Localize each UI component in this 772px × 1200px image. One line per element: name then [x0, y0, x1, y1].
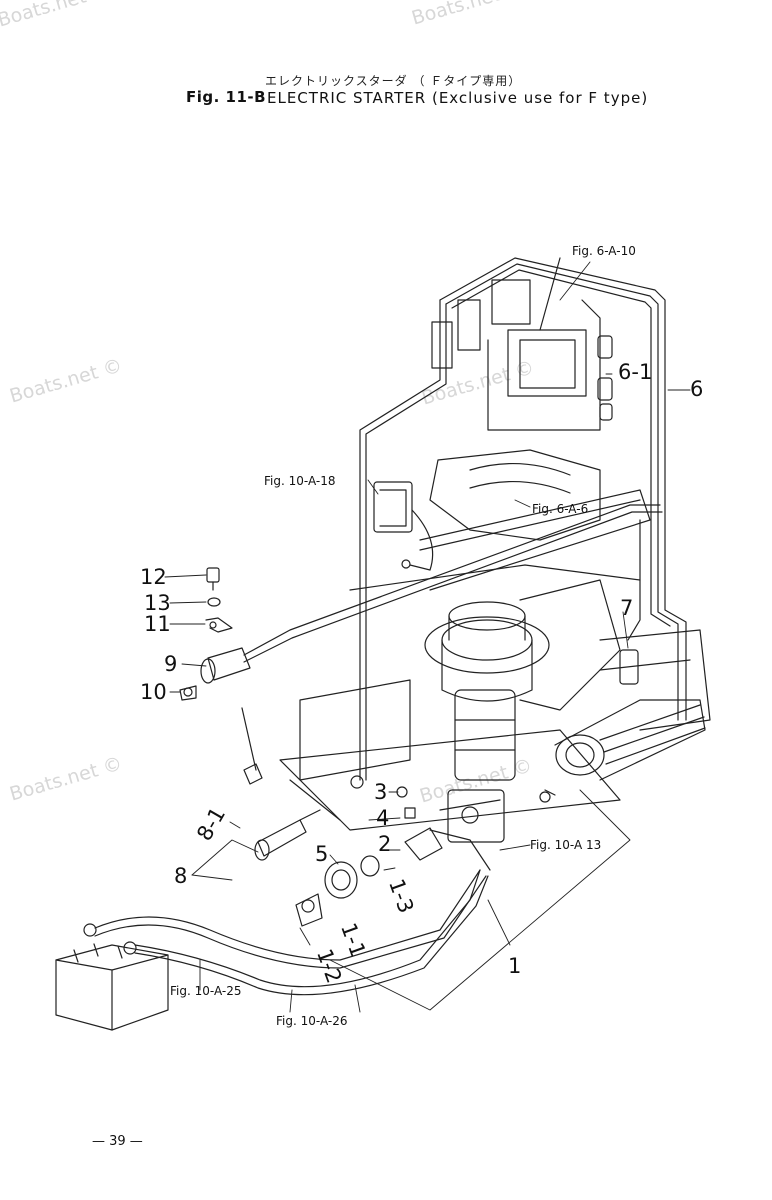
part-number-2: 2	[378, 832, 392, 856]
title-japanese: エレクトリックスターダ （ Ｆタイプ専用）	[265, 74, 522, 88]
sensor-part-8	[242, 708, 320, 860]
starter-relay	[430, 790, 504, 870]
part-number-10: 10	[140, 680, 167, 704]
starter-motor	[540, 700, 705, 802]
battery-cables	[95, 870, 488, 995]
ref-fig-10a26: Fig. 10-A-26	[276, 1014, 348, 1028]
ref-fig-10a25: Fig. 10-A-25	[170, 984, 242, 998]
upper-harness	[360, 258, 686, 780]
boot-caps	[296, 776, 442, 926]
part-number-7: 7	[620, 596, 634, 620]
part-number-9: 9	[164, 652, 178, 676]
ref-fig-6a6: Fig. 6-A-6	[532, 502, 589, 516]
page-title: ELECTRIC STARTER (Exclusive use for F ty…	[267, 89, 649, 107]
small-parts-left	[180, 568, 250, 700]
part-number-12: 12	[140, 565, 167, 589]
ref-fig-10a18: Fig. 10-A-18	[264, 474, 336, 488]
part-number-5: 5	[315, 842, 329, 866]
part-number-3: 3	[374, 780, 388, 804]
part-number-1: 1	[508, 954, 522, 978]
leader-lines	[165, 262, 690, 1012]
ref-fig-6a10: Fig. 6-A-10	[572, 244, 636, 258]
battery	[56, 924, 168, 1030]
part-number-4: 4	[376, 806, 390, 830]
engine-body	[280, 450, 710, 830]
part-number-6: 6	[690, 377, 704, 401]
part-number-6-1: 6-1	[618, 360, 653, 384]
figure-label: Fig. 11-B	[186, 88, 267, 106]
part-number-8: 8	[174, 864, 188, 888]
ref-fig-10a13: Fig. 10-A 13	[530, 838, 602, 852]
harness-wires	[244, 482, 662, 684]
part-number-13: 13	[144, 591, 171, 615]
part-number-11: 11	[144, 612, 171, 636]
page-number: — 39 —	[92, 1134, 143, 1149]
